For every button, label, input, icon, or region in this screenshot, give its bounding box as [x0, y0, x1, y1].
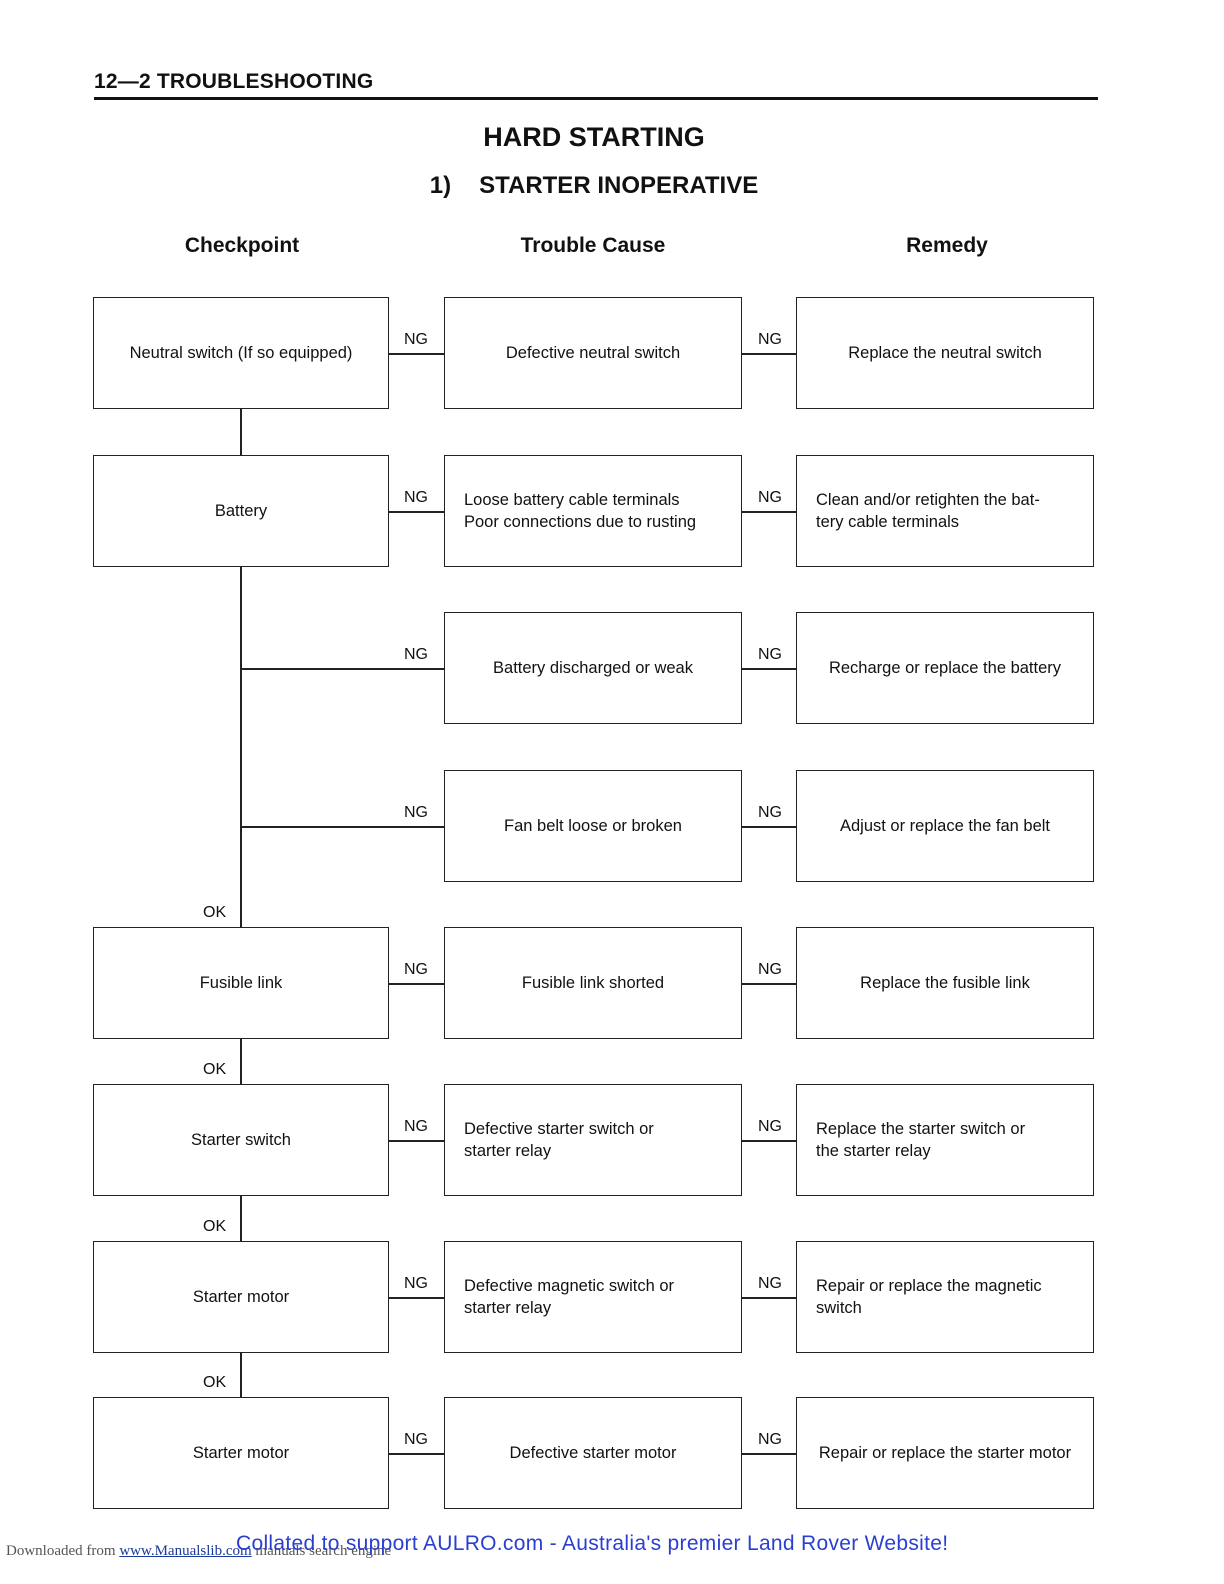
checkpoint-box-text: Battery [214, 502, 268, 520]
remedy-box: Clean and/or retighten the bat- tery cab… [796, 455, 1094, 567]
remedy-box-text: Recharge or replace the battery [828, 659, 1062, 677]
trouble-cause-box-text: Battery discharged or weak [493, 659, 693, 677]
remedy-box-text: Adjust or replace the fan belt [839, 817, 1051, 835]
ng-connector-line [742, 1140, 796, 1142]
collated-footer: Collated to support AULRO.com - Australi… [236, 1532, 949, 1555]
ng-label: NG [758, 489, 782, 506]
ng-connector-line [742, 983, 796, 985]
flow-line [240, 1353, 242, 1397]
trouble-cause-box: Fusible link shorted [444, 927, 742, 1039]
trouble-cause-box-text: Defective starter motor [509, 1444, 677, 1462]
download-footer: Downloaded from www.Manualslib.com manua… [6, 1543, 391, 1560]
remedy-box-text: Replace the starter switch or the starte… [816, 1120, 1026, 1160]
trouble-cause-box-text: Loose battery cable terminals Poor conne… [464, 491, 697, 531]
ng-label: NG [758, 331, 782, 348]
ng-connector-line [742, 353, 796, 355]
remedy-box-text: Clean and/or retighten the bat- tery cab… [816, 491, 1040, 531]
ng-branch-line [240, 668, 444, 670]
trouble-cause-box-text: Fusible link shorted [521, 974, 665, 992]
ng-label: NG [404, 489, 428, 506]
page-subtitle: 1) STARTER INOPERATIVE [0, 172, 1188, 200]
checkpoint-box-text: Starter switch [191, 1131, 291, 1149]
checkpoint-box-text: Starter motor [192, 1444, 290, 1462]
ng-connector-line [389, 1297, 444, 1299]
ng-label: NG [404, 1431, 428, 1448]
ng-connector-line [389, 1140, 444, 1142]
checkpoint-box: Starter motor [93, 1397, 389, 1509]
ng-connector-line [742, 511, 796, 513]
remedy-box-text: Replace the neutral switch [848, 344, 1042, 362]
trouble-cause-box: Loose battery cable terminals Poor conne… [444, 455, 742, 567]
checkpoint-box: Neutral switch (If so equipped) [93, 297, 389, 409]
flow-line [240, 1039, 242, 1084]
manualslib-link[interactable]: www.Manualslib.com [119, 1543, 252, 1559]
ng-label: NG [758, 804, 782, 821]
column-header-remedy: Remedy [906, 234, 988, 257]
remedy-box: Replace the fusible link [796, 927, 1094, 1039]
trouble-cause-box: Defective neutral switch [444, 297, 742, 409]
subtitle-text: STARTER INOPERATIVE [479, 172, 759, 199]
column-header-checkpoint: Checkpoint [184, 234, 300, 257]
page-title: HARD STARTING [483, 122, 705, 152]
checkpoint-box: Starter switch [93, 1084, 389, 1196]
ng-label: NG [758, 1275, 782, 1292]
ng-label: NG [758, 961, 782, 978]
flow-line [240, 1196, 242, 1241]
flow-line [240, 409, 242, 455]
checkpoint-box-text: Starter motor [192, 1288, 290, 1306]
ng-label: NG [758, 1118, 782, 1135]
trouble-cause-box: Defective starter switch or starter rela… [444, 1084, 742, 1196]
ok-label: OK [203, 1061, 227, 1078]
ok-label: OK [203, 1218, 227, 1235]
ng-connector-line [389, 353, 444, 355]
trouble-cause-box: Fan belt loose or broken [444, 770, 742, 882]
remedy-box: Repair or replace the magnetic switch [796, 1241, 1094, 1353]
remedy-box: Replace the neutral switch [796, 297, 1094, 409]
checkpoint-box: Battery [93, 455, 389, 567]
checkpoint-box: Fusible link [93, 927, 389, 1039]
trouble-cause-box-text: Defective starter switch or starter rela… [464, 1120, 654, 1160]
remedy-box-text: Replace the fusible link [860, 974, 1030, 992]
ng-connector-line [389, 1453, 444, 1455]
trouble-cause-box: Defective magnetic switch or starter rel… [444, 1241, 742, 1353]
trouble-cause-box-text: Fan belt loose or broken [504, 817, 682, 835]
remedy-box: Recharge or replace the battery [796, 612, 1094, 724]
ng-connector-line [389, 511, 444, 513]
ng-label: NG [758, 646, 782, 663]
subtitle-number: 1) [429, 172, 452, 199]
remedy-box-text: Repair or replace the starter motor [818, 1444, 1072, 1462]
ng-connector-line [742, 1453, 796, 1455]
download-suffix: manuals search engine [255, 1543, 392, 1559]
ng-label: NG [404, 646, 428, 663]
checkpoint-box: Starter motor [93, 1241, 389, 1353]
ng-connector-line [742, 826, 796, 828]
trouble-cause-box: Battery discharged or weak [444, 612, 742, 724]
checkpoint-box-text: Neutral switch (If so equipped) [129, 344, 353, 362]
column-header-trouble-cause: Trouble Cause [520, 234, 666, 257]
trouble-cause-box-text: Defective neutral switch [505, 344, 681, 362]
trouble-cause-box-text: Defective magnetic switch or starter rel… [464, 1277, 674, 1317]
ng-branch-line [240, 826, 444, 828]
checkpoint-box-text: Fusible link [199, 974, 283, 992]
ng-label: NG [404, 804, 428, 821]
header-rule [94, 97, 1098, 100]
ng-connector-line [742, 1297, 796, 1299]
section-header: 12—2 TROUBLESHOOTING [94, 70, 374, 93]
remedy-box: Adjust or replace the fan belt [796, 770, 1094, 882]
ng-connector-line [742, 668, 796, 670]
ng-label: NG [404, 961, 428, 978]
ok-label: OK [203, 1374, 227, 1391]
ng-connector-line [389, 983, 444, 985]
remedy-box: Repair or replace the starter motor [796, 1397, 1094, 1509]
remedy-box: Replace the starter switch or the starte… [796, 1084, 1094, 1196]
remedy-box-text: Repair or replace the magnetic switch [816, 1277, 1042, 1317]
ok-label: OK [203, 904, 227, 921]
ng-label: NG [404, 331, 428, 348]
ng-label: NG [404, 1275, 428, 1292]
ng-label: NG [404, 1118, 428, 1135]
flow-line [240, 567, 242, 927]
ng-label: NG [758, 1431, 782, 1448]
download-prefix: Downloaded from [6, 1543, 116, 1559]
trouble-cause-box: Defective starter motor [444, 1397, 742, 1509]
